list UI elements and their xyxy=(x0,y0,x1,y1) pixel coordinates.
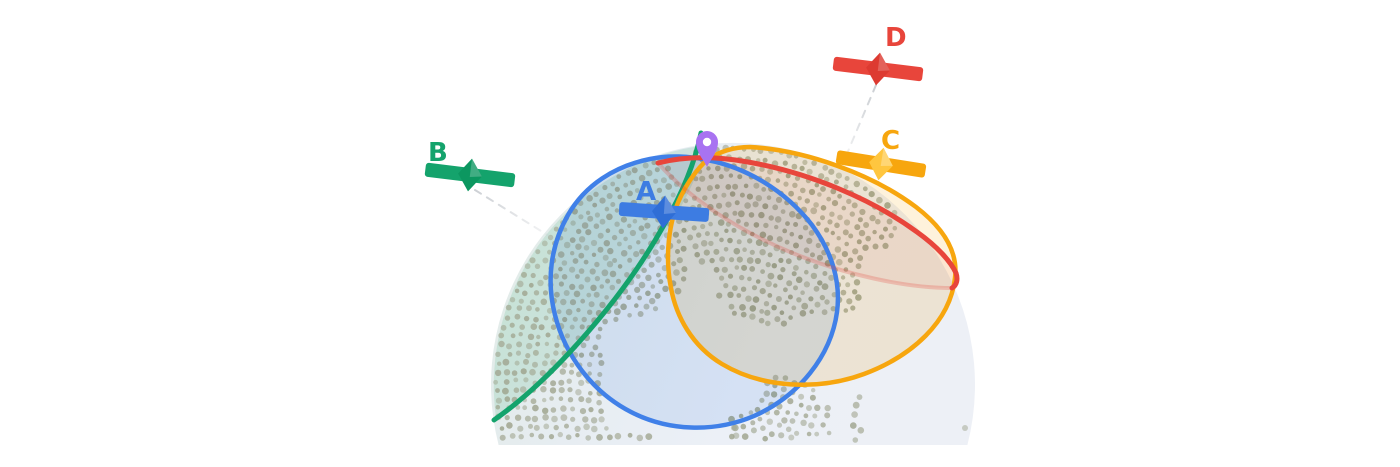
signal-line-b xyxy=(474,189,571,250)
location-pin-hole xyxy=(702,137,712,147)
orange-ring xyxy=(665,144,958,387)
satellite-body-highlight xyxy=(469,158,482,177)
satellite-body-highlight xyxy=(877,52,890,71)
signal-line-d xyxy=(845,84,877,157)
location-pin-body xyxy=(696,131,718,167)
satellite-b-label: B xyxy=(428,138,448,168)
satellite-c-label: C xyxy=(881,126,900,156)
blue-ring xyxy=(548,154,841,430)
satellite-b xyxy=(424,158,516,192)
satellite-d xyxy=(832,52,924,86)
satellite-body-highlight xyxy=(880,147,893,166)
satellite-body-diamond xyxy=(869,147,893,181)
satellite-body-diamond xyxy=(866,52,890,86)
satellite-body-diamond xyxy=(652,195,676,229)
green-ring-arc xyxy=(491,130,704,423)
location-pin xyxy=(696,131,718,167)
satellite-a xyxy=(618,195,710,229)
satellite-a-label: A xyxy=(636,177,656,207)
satellite-d-label: D xyxy=(885,23,907,53)
satellite-body-highlight xyxy=(663,195,676,214)
satellite-body-diamond xyxy=(458,158,482,192)
red-ring-back-arc xyxy=(656,161,954,290)
red-ring-front-arc xyxy=(655,155,960,291)
satellite-c xyxy=(835,147,927,181)
